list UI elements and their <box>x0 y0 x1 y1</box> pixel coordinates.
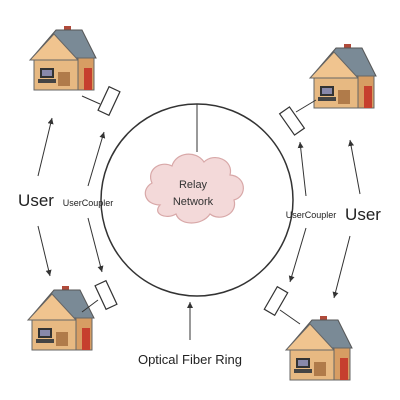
left-user-label: User <box>18 191 54 210</box>
cloud-label-line1: Relay <box>179 179 208 191</box>
coupler-bottom-right <box>263 285 289 317</box>
right-user-arrow-down <box>332 235 351 299</box>
cloud-label-line2: Network <box>173 196 214 208</box>
link-bottom-left <box>81 299 99 313</box>
house-bottom-right <box>285 315 353 381</box>
left-coupler-label: UserCoupler <box>63 198 114 208</box>
right-coupler-arrow-up <box>297 141 307 197</box>
right-user-arrow-up <box>348 139 361 195</box>
right-coupler-arrow-down <box>288 227 307 283</box>
coupler-top-right <box>278 106 306 136</box>
ring-label: Optical Fiber Ring <box>138 352 242 367</box>
link-bottom-right <box>279 309 301 325</box>
left-user-arrow-up <box>37 117 54 177</box>
right-coupler-label: UserCoupler <box>286 210 337 220</box>
coupler-bottom-left <box>94 279 118 311</box>
house-top-right <box>309 43 377 109</box>
right-user-label: User <box>345 205 381 224</box>
house-bottom-left <box>27 285 95 351</box>
link-top-left <box>81 95 101 105</box>
left-coupler-arrow-down <box>87 217 104 273</box>
relay-network-cloud <box>144 153 244 224</box>
coupler-top-left <box>97 85 121 117</box>
left-coupler-arrow-up <box>87 131 106 187</box>
left-user-arrow-down <box>37 225 52 277</box>
link-top-right <box>295 99 317 113</box>
house-top-left <box>29 25 97 91</box>
